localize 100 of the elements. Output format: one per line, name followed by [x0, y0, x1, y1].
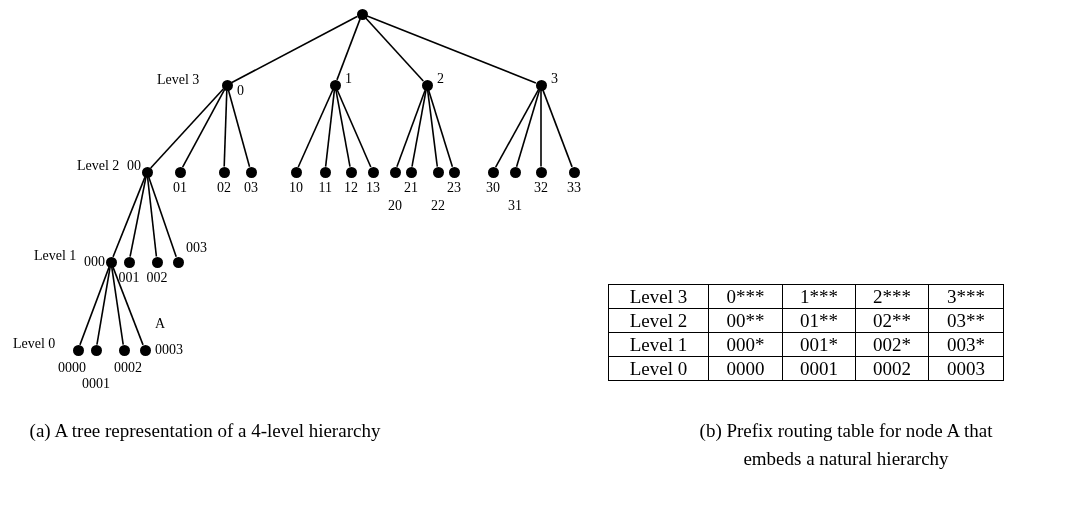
tree-node-dot [568, 166, 580, 178]
table-cell: 0*** [708, 284, 783, 309]
table-cell: 001* [782, 332, 856, 357]
node-label: 21 [404, 180, 418, 196]
level-label: Level 3 [157, 72, 200, 88]
tree-node-dot [535, 79, 547, 91]
node-label: 003 [186, 240, 207, 256]
tree-edge [494, 89, 540, 168]
node-label: 13 [366, 180, 380, 196]
tree-node-dot [174, 166, 186, 178]
node-label: 10 [289, 180, 303, 196]
node-label: 002 [146, 270, 168, 286]
tree-node-dot [123, 256, 135, 268]
tree-node-dot [509, 166, 521, 178]
table-cell: 00** [708, 308, 783, 333]
table-cell: 0003 [928, 356, 1004, 381]
tree-edge [181, 89, 226, 168]
tree-edge [227, 89, 251, 168]
figure-caption: (a) A tree representation of a 4-level hierarchy [28, 419, 382, 443]
tree-edge [111, 266, 124, 346]
node-label: 11 [318, 180, 332, 196]
tree-edge [297, 89, 334, 168]
table-cell: 0001 [782, 356, 856, 381]
node-label: 0000 [58, 360, 86, 376]
tree-node-dot [367, 166, 379, 178]
tree-node-dot [319, 166, 331, 178]
tree-edge [112, 176, 146, 258]
table-cell: 03** [928, 308, 1004, 333]
node-label: 03 [244, 180, 258, 196]
tree-edge [366, 15, 537, 84]
level-label: Level 0 [13, 336, 56, 352]
node-label: 2 [437, 71, 444, 87]
table-cell: Level 1 [608, 332, 709, 357]
table-cell: 3*** [928, 284, 1004, 309]
node-label: 00 [127, 158, 141, 174]
table-cell: Level 3 [608, 284, 709, 309]
tree-edge [515, 89, 541, 168]
tree-node-dot [172, 256, 184, 268]
node-label: 000 [84, 254, 105, 270]
tree-node-dot [141, 166, 153, 178]
node-label: 31 [508, 198, 522, 214]
tree-node-dot [432, 166, 444, 178]
tree-edge [231, 15, 358, 84]
node-label: 0003 [155, 342, 183, 358]
tree-node-dot [356, 8, 368, 20]
tree-edge [396, 89, 426, 168]
tree-edge [364, 17, 425, 82]
tree-edge [79, 266, 110, 346]
tree-node-dot [487, 166, 499, 178]
node-label: 01 [173, 180, 187, 196]
tree-edge [112, 266, 144, 346]
tree-edge [411, 89, 427, 168]
figure-caption: (b) Prefix routing table for node A that embeds a natural hierarchy [698, 419, 994, 471]
table-cell: Level 2 [608, 308, 709, 333]
tree-edge [542, 89, 573, 168]
tree-node-dot [535, 166, 547, 178]
tree-node-dot [329, 79, 341, 91]
tree-edge [129, 176, 147, 258]
tree-node-dot [389, 166, 401, 178]
node-label: 23 [447, 180, 461, 196]
tree-node-dot [245, 166, 257, 178]
node-label: 12 [344, 180, 358, 196]
tree-node-dot [151, 256, 163, 268]
table-cell: 002* [855, 332, 929, 357]
tree-edge [146, 176, 158, 258]
tree-edge [427, 89, 454, 168]
tree-node-dot [139, 344, 151, 356]
table-cell: 01** [782, 308, 856, 333]
node-label: 32 [534, 180, 548, 196]
tree-edge [336, 18, 361, 81]
tree-node-dot [405, 166, 417, 178]
node-label: 3 [551, 71, 558, 87]
node-label: 33 [567, 180, 581, 196]
node-label: 30 [486, 180, 500, 196]
table-cell: 02** [855, 308, 929, 333]
level-label: Level 2 [77, 158, 120, 174]
tree-edge [540, 89, 542, 168]
tree-edge [335, 89, 351, 168]
table-cell: 000* [708, 332, 783, 357]
tree-node-dot [221, 79, 233, 91]
table-cell: 0002 [855, 356, 929, 381]
node-label: 22 [431, 198, 445, 214]
tree-node-dot [105, 256, 117, 268]
tree-edge [223, 89, 228, 168]
node-label: 0 [237, 83, 244, 99]
node-label: 0001 [82, 376, 110, 392]
tree-edge [96, 266, 111, 346]
table-cell: 0000 [708, 356, 783, 381]
tree-node-dot [118, 344, 130, 356]
tree-edge [148, 176, 177, 258]
node-label: 1 [345, 71, 352, 87]
table-cell: 003* [928, 332, 1004, 357]
node-label: 001 [118, 270, 140, 286]
table-cell: Level 0 [608, 356, 709, 381]
table-cell: 1*** [782, 284, 856, 309]
level-label: Level 1 [34, 248, 77, 264]
tree-node-dot [345, 166, 357, 178]
tree-edge [426, 89, 439, 168]
tree-node-dot [290, 166, 302, 178]
node-label: 20 [388, 198, 402, 214]
